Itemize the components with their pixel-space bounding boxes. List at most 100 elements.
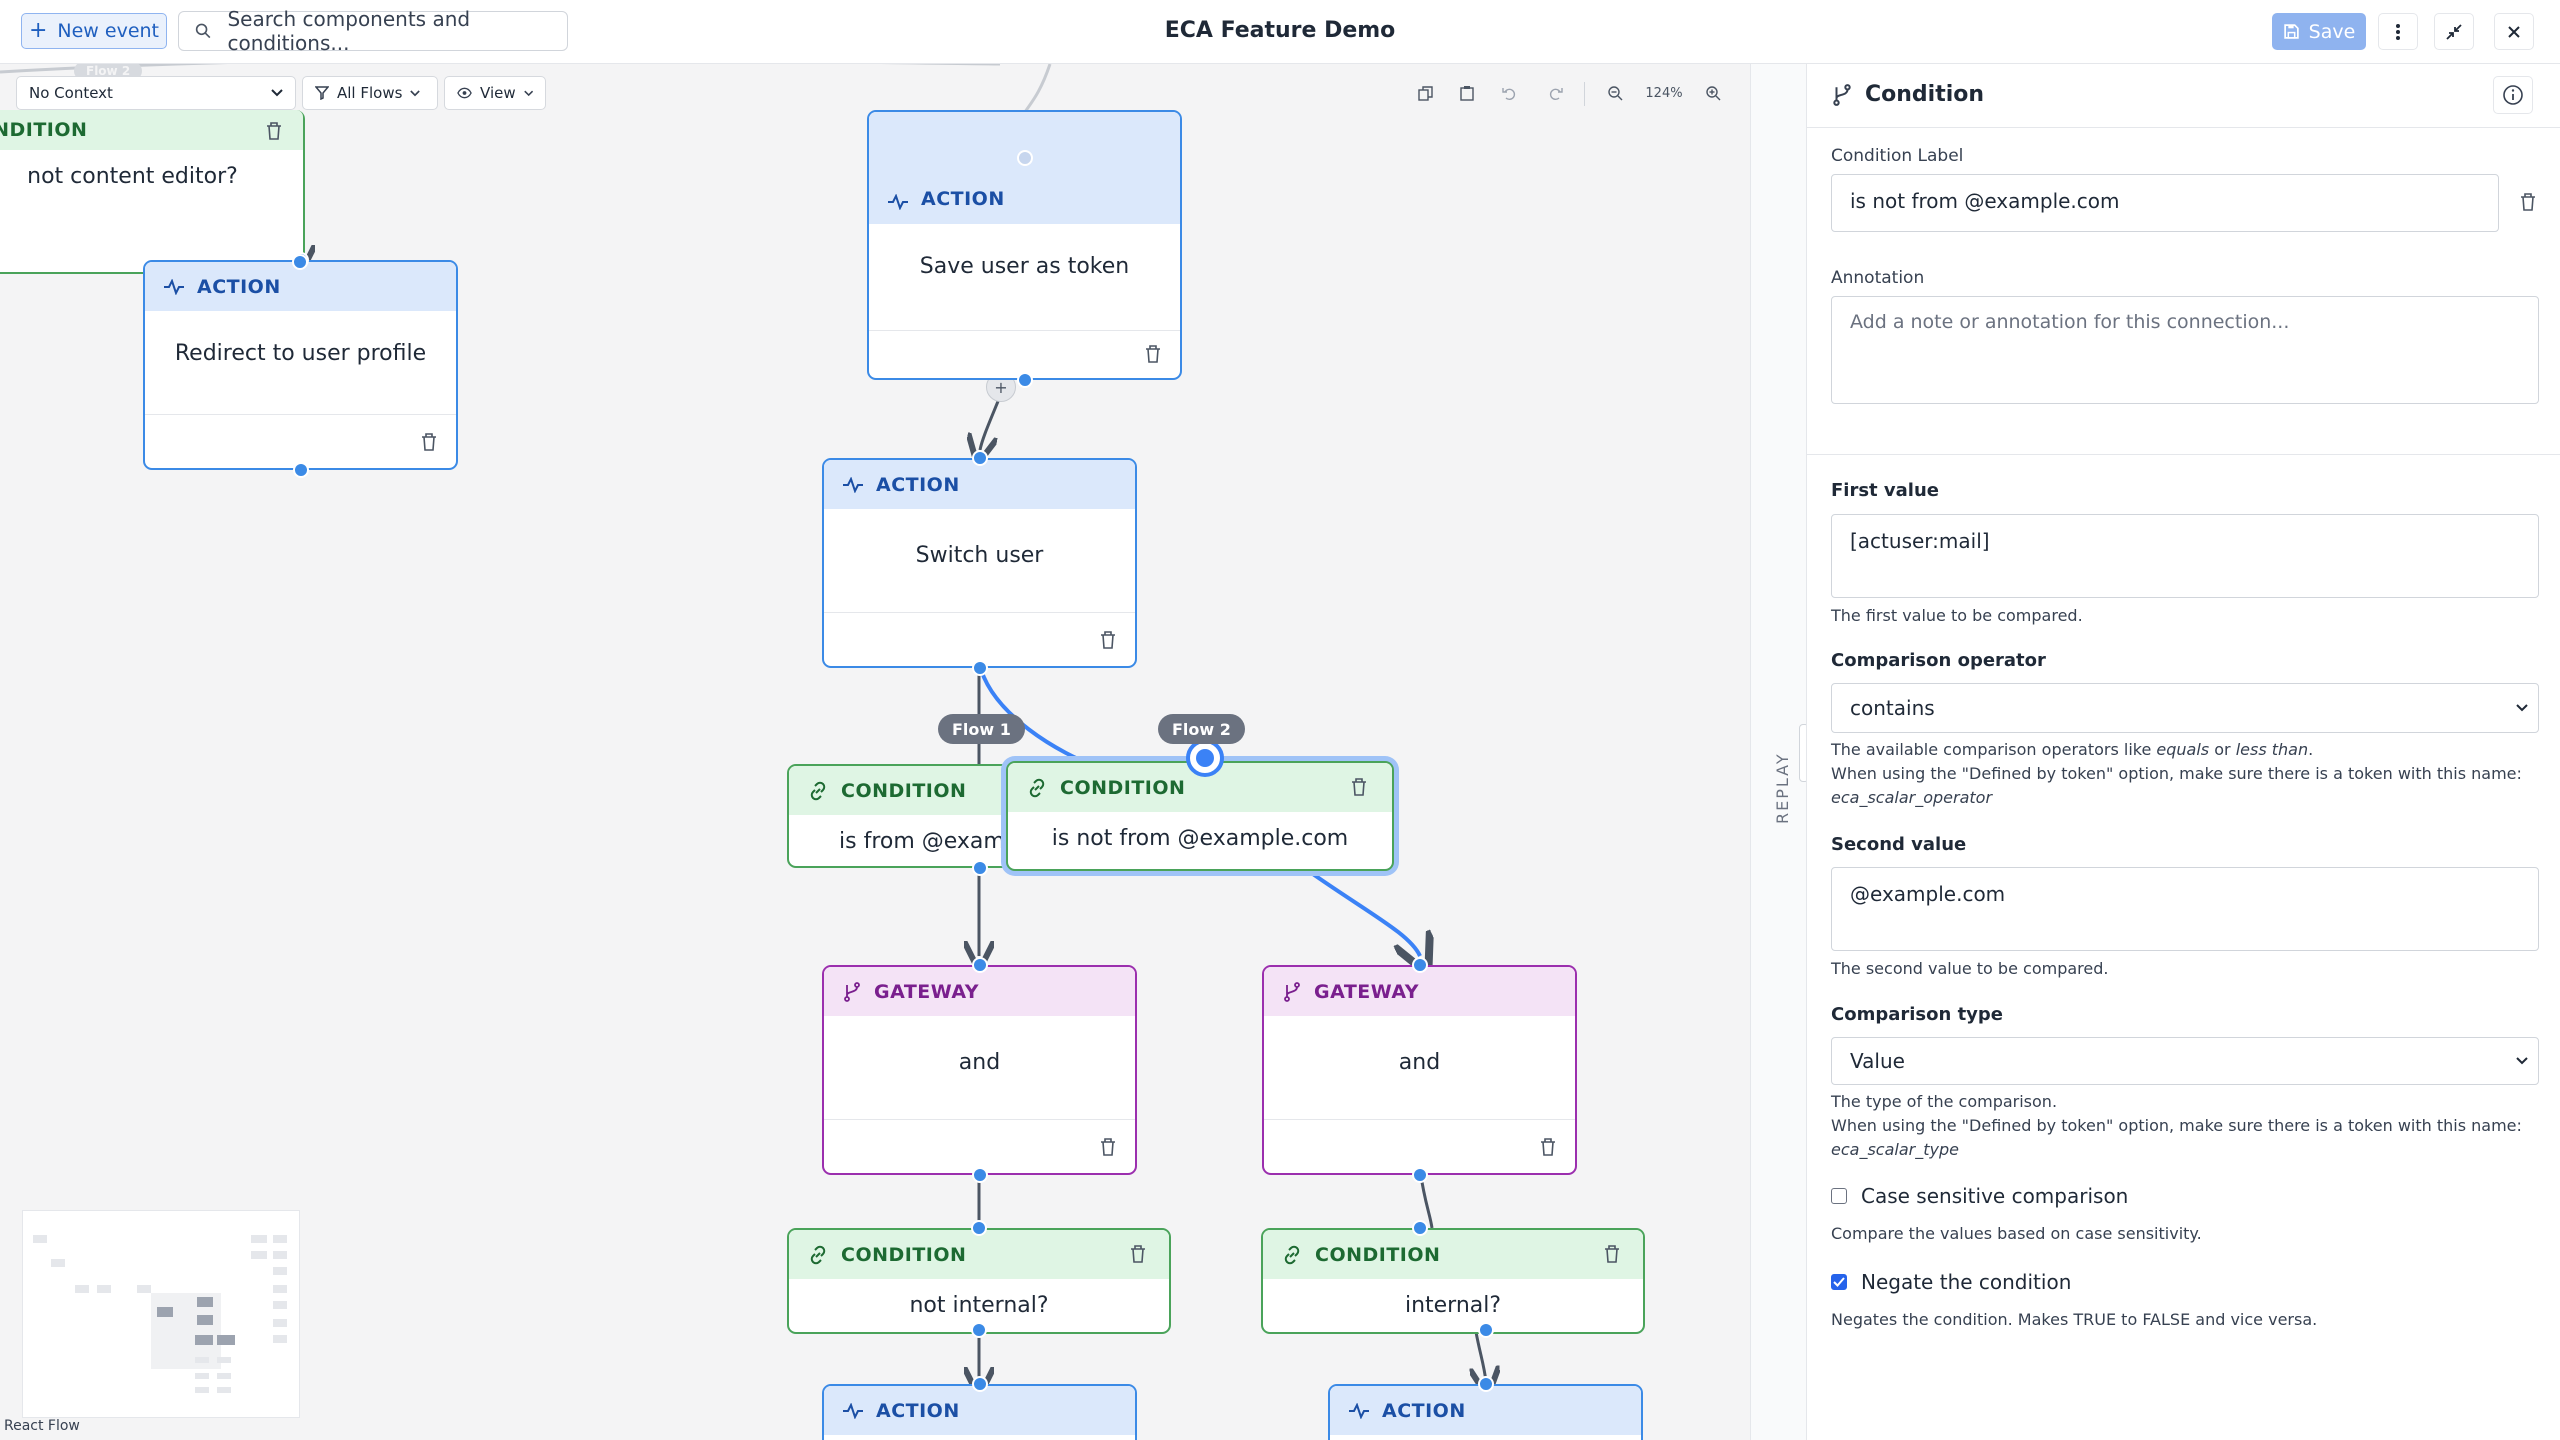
zoom-out-button[interactable] — [1602, 80, 1628, 106]
annotation-textarea[interactable]: Add a note or annotation for this connec… — [1831, 296, 2539, 404]
paste-button[interactable] — [1454, 80, 1480, 106]
trash-icon[interactable] — [1603, 1244, 1621, 1264]
node-input-handle[interactable] — [971, 1220, 987, 1236]
node-output-handle[interactable] — [972, 860, 988, 876]
node-output-handle[interactable] — [1017, 372, 1033, 388]
trash-icon[interactable] — [1129, 1244, 1147, 1264]
save-button[interactable]: Save — [2272, 13, 2366, 50]
trash-icon[interactable] — [1144, 344, 1162, 364]
view-filter[interactable]: View — [444, 76, 546, 110]
link-icon — [810, 781, 826, 800]
top-bar: + New event Search components and condit… — [0, 0, 2560, 64]
second-value-input[interactable]: @example.com — [1831, 867, 2539, 951]
comparison-operator-value: contains — [1850, 696, 1935, 720]
trash-icon[interactable] — [265, 121, 283, 141]
comparison-type-select[interactable]: Value — [1831, 1037, 2539, 1085]
minimap-node — [273, 1319, 287, 1327]
new-event-button[interactable]: + New event — [21, 13, 167, 49]
case-sensitive-help: Compare the values based on case sensiti… — [1831, 1224, 2202, 1243]
flows-filter[interactable]: All Flows — [302, 76, 438, 110]
replay-strip[interactable]: REPLAY — [1750, 64, 1809, 1440]
node-label: is not from @example.com — [1051, 826, 1349, 851]
condition-label-input[interactable]: is not from @example.com — [1831, 174, 2499, 232]
first-value-input[interactable]: [actuser:mail] — [1831, 514, 2539, 598]
node-input-handle[interactable] — [972, 1376, 988, 1392]
node-condition-not-internal[interactable]: CONDITION not internal? — [787, 1228, 1171, 1334]
node-header: GATEWAY — [1264, 967, 1575, 1016]
node-output-handle[interactable] — [972, 660, 988, 676]
node-footer — [145, 414, 456, 468]
condition-label-title: Condition Label — [1831, 146, 1964, 166]
node-label: internal? — [1404, 1293, 1502, 1318]
info-icon — [2503, 85, 2523, 105]
node-output-handle[interactable] — [971, 1322, 987, 1338]
undo-icon — [1501, 87, 1515, 100]
node-output-handle[interactable] — [1478, 1322, 1494, 1338]
zoom-out-icon — [1607, 85, 1622, 100]
edge-top-to-save — [1023, 64, 1052, 113]
node-input-handle-active[interactable] — [1186, 739, 1224, 777]
node-output-handle[interactable] — [972, 1167, 988, 1183]
minimap-node — [273, 1335, 287, 1343]
node-input-handle[interactable] — [1017, 150, 1033, 166]
trash-icon[interactable] — [1099, 1137, 1117, 1157]
more-options-button[interactable] — [2378, 13, 2418, 50]
node-header: CONDITION — [0, 110, 303, 150]
copy-button[interactable] — [1412, 80, 1438, 106]
node-input-handle[interactable] — [972, 957, 988, 973]
node-output-handle[interactable] — [1412, 1167, 1428, 1183]
flow-canvas[interactable]: + Flow 2 No Context All Flows View 124% … — [0, 64, 1750, 1440]
trash-icon[interactable] — [1539, 1137, 1557, 1157]
negate-checkbox-row[interactable]: Negate the condition — [1831, 1270, 2071, 1294]
trash-icon[interactable] — [1350, 777, 1368, 797]
node-output-handle[interactable] — [293, 462, 309, 478]
negate-checkbox[interactable] — [1831, 1274, 1847, 1290]
node-action-redirect[interactable]: ACTION Redirect to user profile — [143, 252, 458, 478]
node-action-bottom-1[interactable]: ACTION — [822, 1376, 1137, 1440]
context-select[interactable]: No Context — [16, 76, 296, 110]
trash-icon[interactable] — [420, 432, 438, 452]
node-footer — [869, 330, 1180, 378]
collapse-button[interactable] — [2434, 13, 2474, 50]
node-gateway-2[interactable]: GATEWAY and — [1262, 957, 1577, 1183]
view-filter-label: View — [480, 84, 516, 102]
node-gateway-1[interactable]: GATEWAY and — [822, 957, 1137, 1183]
close-button[interactable] — [2494, 13, 2534, 50]
node-output-handle[interactable] — [292, 254, 308, 270]
trash-icon[interactable] — [2519, 192, 2537, 212]
info-button[interactable] — [2493, 76, 2533, 114]
zoom-in-button[interactable] — [1700, 80, 1726, 106]
activity-icon — [843, 476, 863, 493]
minimap[interactable] — [22, 1210, 300, 1418]
search-input[interactable]: Search components and conditions... — [178, 7, 568, 55]
node-header: ACTION — [869, 112, 1180, 224]
node-label: and — [1398, 1050, 1441, 1075]
chevron-down-icon — [271, 89, 283, 97]
node-input-handle[interactable] — [1412, 1220, 1428, 1236]
more-vertical-icon — [2396, 23, 2400, 40]
case-sensitive-checkbox-row[interactable]: Case sensitive comparison — [1831, 1184, 2128, 1208]
node-action-bottom-2[interactable]: ACTION — [1328, 1376, 1643, 1440]
node-footer — [824, 1119, 1135, 1173]
node-condition-is-not-from[interactable]: CONDITION is not from @example.com — [1006, 739, 1394, 871]
redo-button[interactable] — [1542, 80, 1568, 106]
node-condition-content-editor[interactable]: CONDITION not content editor? — [0, 110, 305, 274]
trash-icon[interactable] — [1099, 630, 1117, 650]
node-condition-internal[interactable]: CONDITION internal? — [1261, 1228, 1645, 1334]
link-icon — [1284, 1245, 1300, 1264]
attribution-link[interactable]: React Flow — [4, 1418, 80, 1434]
case-sensitive-checkbox[interactable] — [1831, 1188, 1847, 1204]
minimap-node — [197, 1315, 213, 1325]
node-input-handle[interactable] — [972, 450, 988, 466]
first-value-help: The first value to be compared. — [1831, 606, 2083, 625]
node-input-handle[interactable] — [1478, 1376, 1494, 1392]
comparison-operator-select[interactable]: contains — [1831, 683, 2539, 733]
node-action-save-token[interactable]: ACTION Save user as token — [867, 110, 1182, 388]
node-action-switch-user[interactable]: ACTION Switch user — [822, 450, 1137, 676]
node-input-handle[interactable] — [1412, 957, 1428, 973]
minimap-node — [97, 1285, 111, 1293]
node-header: GATEWAY — [824, 967, 1135, 1016]
minimap-node — [195, 1373, 209, 1379]
undo-button[interactable] — [1496, 80, 1522, 106]
minimap-node — [195, 1387, 209, 1393]
